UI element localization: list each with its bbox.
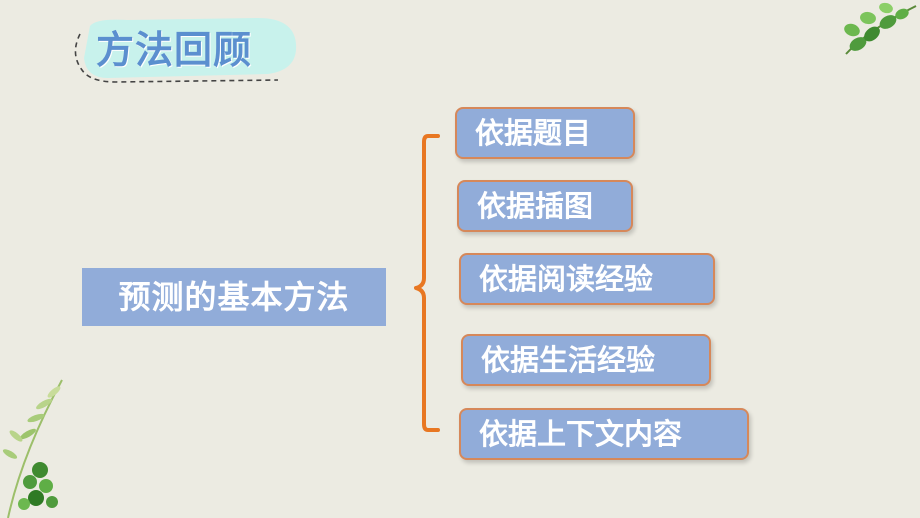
page-title: 方法回顾	[96, 28, 253, 72]
branch-node-title: 依据题目	[455, 107, 635, 159]
bracket-connector	[414, 134, 440, 432]
branch-node-reading-experience: 依据阅读经验	[459, 253, 715, 305]
leaf-branch-icon	[844, 2, 917, 55]
fern-sprig-icon	[2, 379, 63, 518]
root-node: 预测的基本方法	[82, 268, 386, 326]
branch-node-context: 依据上下文内容	[459, 408, 749, 460]
branch-node-illustration: 依据插图	[457, 180, 633, 232]
title-bubble-shape	[74, 18, 297, 83]
section-title-badge: 方法回顾	[68, 14, 300, 84]
branch-node-life-experience: 依据生活经验	[461, 334, 711, 386]
